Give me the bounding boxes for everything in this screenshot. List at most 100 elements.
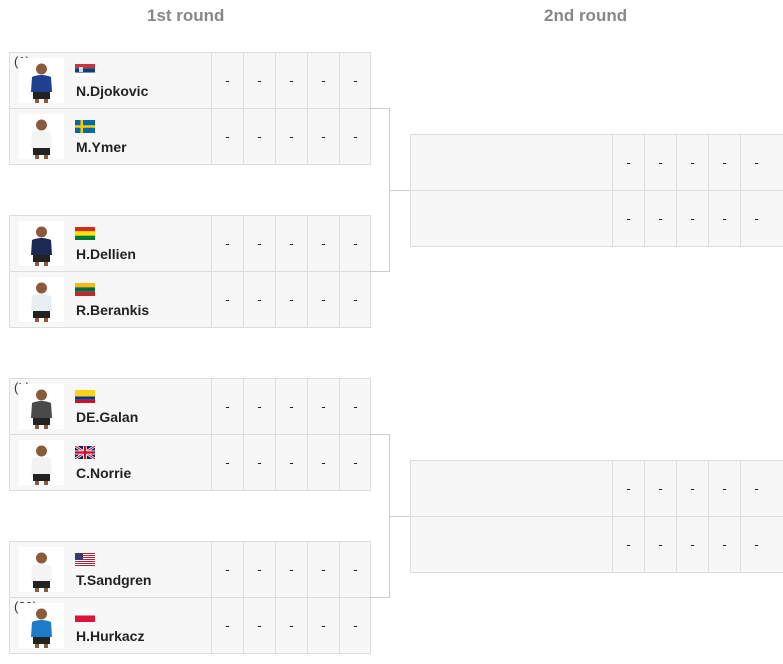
set-score: -: [708, 135, 740, 190]
player-name[interactable]: DE.Galan: [76, 409, 139, 425]
set-score: -: [339, 272, 371, 327]
set-score: -: [339, 598, 371, 653]
player-photo-hurkacz: [19, 603, 64, 648]
bracket-connector: [389, 516, 410, 517]
player-name[interactable]: T.Sandgren: [76, 572, 152, 588]
set-score: -: [307, 53, 339, 108]
player-row[interactable]: H.Dellien-----: [10, 216, 370, 272]
player-cell[interactable]: M.Ymer: [10, 109, 211, 164]
player-row[interactable]: N.Djokovic(1)-----: [10, 53, 370, 109]
set-score: -: [275, 109, 307, 164]
player-row[interactable]: R.Berankis-----: [10, 272, 370, 327]
player-name[interactable]: N.Djokovic: [76, 83, 149, 99]
match-r2-1[interactable]: ----------: [410, 134, 783, 247]
player-cell-empty[interactable]: [411, 135, 612, 190]
set-score: -: [275, 272, 307, 327]
set-score: -: [243, 379, 275, 434]
player-photo-djokovic: [19, 58, 64, 103]
set-score: -: [307, 272, 339, 327]
player-name[interactable]: M.Ymer: [76, 139, 127, 155]
player-row[interactable]: H.Hurkacz(29)-----: [10, 598, 370, 653]
player-row[interactable]: -----: [411, 461, 783, 517]
player-cell-empty[interactable]: [411, 517, 612, 572]
bracket-connector: [369, 434, 389, 435]
player-row[interactable]: -----: [411, 191, 783, 246]
player-name[interactable]: C.Norrie: [76, 465, 132, 481]
poland-flag-icon: [74, 608, 96, 622]
set-score: -: [612, 135, 644, 190]
player-row[interactable]: T.Sandgren-----: [10, 542, 370, 598]
set-score: -: [307, 379, 339, 434]
set-score: -: [644, 135, 676, 190]
player-row[interactable]: M.Ymer-----: [10, 109, 370, 164]
set-score: -: [307, 435, 339, 490]
set-score: -: [243, 598, 275, 653]
set-score: -: [644, 461, 676, 516]
set-score: -: [339, 216, 371, 271]
uk-flag-icon: [74, 444, 96, 461]
player-name[interactable]: H.Dellien: [76, 246, 136, 262]
set-score: -: [275, 216, 307, 271]
usa-flag-icon: [75, 553, 95, 566]
bracket-connector: [389, 190, 410, 191]
set-score: -: [211, 109, 243, 164]
set-score: -: [211, 435, 243, 490]
player-cell[interactable]: R.Berankis: [10, 272, 211, 327]
set-score: -: [740, 135, 772, 190]
player-photo-ymer: [19, 114, 64, 159]
player-cell-empty[interactable]: [411, 461, 612, 516]
match-r1-2[interactable]: H.Dellien-----R.Berankis-----: [9, 215, 371, 328]
set-score: -: [708, 191, 740, 246]
set-score: -: [243, 272, 275, 327]
player-photo-dellien: [19, 221, 64, 266]
match-r2-2[interactable]: ----------: [410, 460, 783, 573]
set-score: -: [243, 53, 275, 108]
match-r1-4[interactable]: T.Sandgren-----H.Hurkacz(29)-----: [9, 541, 371, 654]
player-cell[interactable]: N.Djokovic(1): [10, 53, 211, 108]
sweden-flag-icon: [75, 120, 95, 133]
set-score: -: [676, 517, 708, 572]
set-score: -: [275, 53, 307, 108]
player-name[interactable]: H.Hurkacz: [76, 628, 145, 644]
set-score: -: [740, 517, 772, 572]
player-name[interactable]: R.Berankis: [76, 302, 150, 318]
set-score: -: [708, 517, 740, 572]
set-score: -: [676, 135, 708, 190]
bolivia-flag-icon: [75, 227, 95, 240]
set-score: -: [211, 272, 243, 327]
set-score: -: [243, 542, 275, 597]
set-score: -: [243, 216, 275, 271]
set-score: -: [612, 191, 644, 246]
player-row[interactable]: -----: [411, 517, 783, 572]
player-row[interactable]: DE.Galan(L)-----: [10, 379, 370, 435]
player-cell[interactable]: H.Dellien: [10, 216, 211, 271]
set-score: -: [211, 216, 243, 271]
set-score: -: [740, 461, 772, 516]
set-score: -: [612, 517, 644, 572]
match-r1-3[interactable]: DE.Galan(L)-----C.Norrie-----: [9, 378, 371, 491]
set-score: -: [243, 435, 275, 490]
set-score: -: [644, 191, 676, 246]
set-score: -: [676, 461, 708, 516]
player-photo-galan: [19, 384, 64, 429]
set-score: -: [339, 435, 371, 490]
match-r1-1[interactable]: N.Djokovic(1)-----M.Ymer-----: [9, 52, 371, 165]
set-score: -: [339, 109, 371, 164]
round-title-1: 1st round: [147, 6, 225, 25]
set-score: -: [211, 379, 243, 434]
player-cell[interactable]: H.Hurkacz(29): [10, 598, 211, 653]
player-photo-norrie: [19, 440, 64, 485]
set-score: -: [275, 542, 307, 597]
bracket-connector: [369, 271, 389, 272]
player-cell[interactable]: C.Norrie: [10, 435, 211, 490]
player-cell-empty[interactable]: [411, 191, 612, 246]
player-row[interactable]: C.Norrie-----: [10, 435, 370, 490]
colombia-flag-icon: [75, 390, 95, 403]
player-cell[interactable]: DE.Galan(L): [10, 379, 211, 434]
set-score: -: [708, 461, 740, 516]
set-score: -: [275, 598, 307, 653]
player-cell[interactable]: T.Sandgren: [10, 542, 211, 597]
set-score: -: [644, 517, 676, 572]
player-photo-sandgren: [19, 547, 64, 592]
player-row[interactable]: -----: [411, 135, 783, 191]
